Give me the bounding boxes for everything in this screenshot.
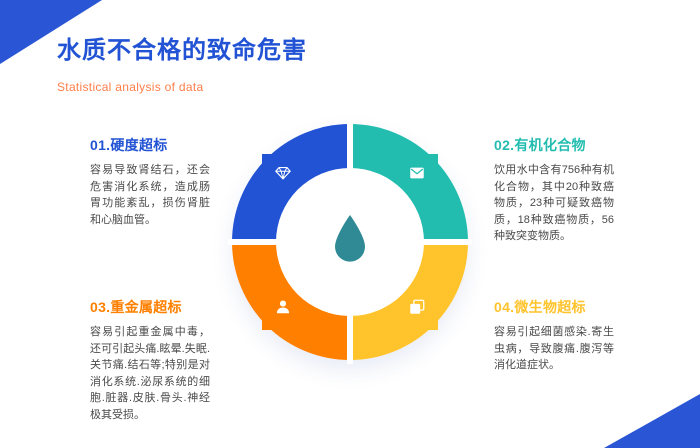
center-circle — [276, 168, 424, 316]
header: 水质不合格的致命危害 Statistical analysis of data — [57, 30, 307, 94]
chat-icon — [408, 298, 426, 321]
section-body-heavy-metals: 容易引起重金属中毒，还可引起头痛.眩晕.失眠.关节痛.结石等;特别是对消化系统.… — [90, 326, 210, 421]
water-quality-ring-diagram — [228, 120, 472, 364]
section-body-organic: 饮用水中含有756种有机化合物，其中20种致癌物质，23种可疑致癌物质，18种致… — [494, 164, 614, 242]
section-body-microorganisms: 容易引起细菌感染.寄生虫病，导致腹痛.腹泻等消化道症状。 — [494, 326, 614, 371]
section-microorganisms: 04.微生物超标 容易引起细菌感染.寄生虫病，导致腹痛.腹泻等消化道症状。 — [494, 297, 614, 374]
water-droplet-icon — [330, 213, 370, 272]
section-heading-organic: 02.有机化合物 — [494, 137, 586, 153]
corner-decoration-bottom-right — [604, 394, 700, 448]
person-icon — [274, 298, 292, 321]
tab-organic-compounds — [396, 154, 438, 196]
page-subtitle: Statistical analysis of data — [57, 80, 204, 94]
section-hardness: 01.硬度超标 容易导致肾结石，还会危害消化系统，造成肠胃功能紊乱，损伤肾脏和心… — [90, 135, 210, 228]
tab-microorganisms — [396, 288, 438, 330]
section-organic-compounds: 02.有机化合物 饮用水中含有756种有机化合物，其中20种致癌物质，23种可疑… — [494, 135, 614, 245]
section-heading-hardness: 01.硬度超标 — [90, 137, 168, 153]
envelope-icon — [408, 164, 426, 187]
section-heading-microorganisms: 04.微生物超标 — [494, 299, 586, 315]
tab-heavy-metals — [262, 288, 304, 330]
section-heavy-metals: 03.重金属超标 容易引起重金属中毒，还可引起头痛.眩晕.失眠.关节痛.结石等;… — [90, 297, 210, 423]
diamond-icon — [274, 164, 292, 187]
page-title: 水质不合格的致命危害 — [57, 37, 307, 64]
section-heading-heavy-metals: 03.重金属超标 — [90, 299, 182, 315]
section-body-hardness: 容易导致肾结石，还会危害消化系统，造成肠胃功能紊乱，损伤肾脏和心脑血管。 — [90, 164, 210, 226]
